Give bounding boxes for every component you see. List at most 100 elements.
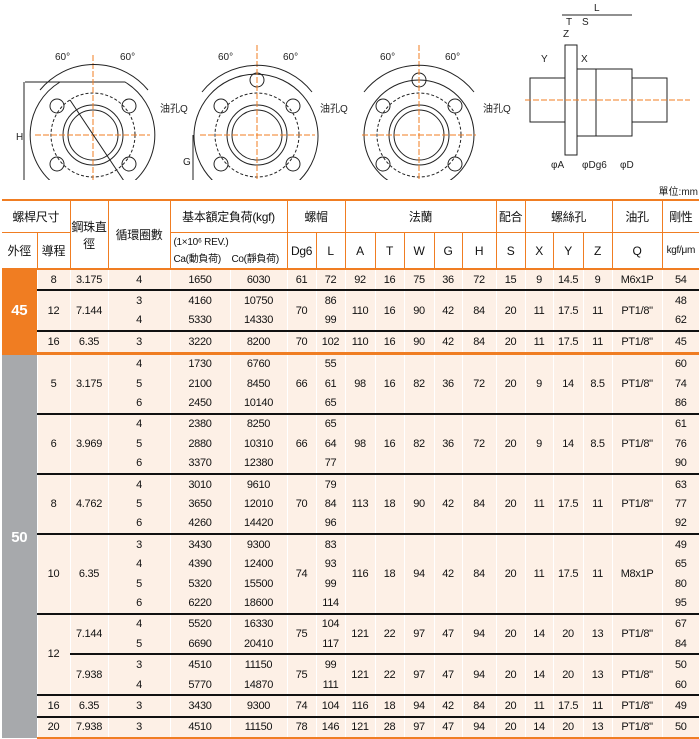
turns-cell: 4: [107, 472, 170, 495]
ball-screw-spec-table: 螺桿尺寸 鋼珠直徑 循環圈數 基本額定負荷(kgf) 螺帽 法蘭 配合 螺絲孔 …: [2, 199, 700, 739]
w-cell: 75: [403, 269, 435, 291]
y-cell: 14: [552, 412, 584, 474]
w-cell: 94: [403, 694, 435, 717]
rigidity-cell: 50: [661, 653, 700, 675]
rigidity-cell: 62: [661, 310, 700, 332]
a-cell: 116: [344, 533, 376, 614]
h-cell: 84: [461, 330, 497, 354]
w-cell: 90: [403, 330, 435, 354]
h-cell: 84: [461, 533, 497, 614]
co-cell: 15500: [229, 573, 288, 594]
x-cell: 14: [524, 653, 554, 696]
co-cell: 8450: [229, 373, 288, 394]
z-cell: 13: [582, 715, 613, 739]
header-x: X: [524, 232, 554, 270]
ca-cell: 1650: [169, 269, 230, 291]
t-cell: 22: [374, 653, 405, 696]
turns-cell: 4: [107, 554, 170, 574]
s-cell: 20: [495, 330, 526, 354]
w-cell: 97: [403, 612, 435, 655]
header-lead: 導程: [36, 232, 70, 270]
co-cell: 18600: [229, 593, 288, 614]
header-rigidity: 剛性: [661, 199, 700, 233]
t-cell: 16: [374, 269, 405, 291]
header-nut: 螺帽: [286, 199, 346, 233]
t-cell: 18: [374, 694, 405, 717]
co-cell: 11150: [229, 715, 288, 739]
ca-cell: 3650: [169, 494, 230, 514]
s-cell: 20: [495, 412, 526, 474]
s-cell: 20: [495, 694, 526, 717]
co-cell: 6760: [229, 351, 288, 374]
ball-dia-cell: 7.938: [69, 715, 108, 739]
rigidity-cell: 67: [661, 612, 700, 635]
z-cell: 11: [582, 330, 613, 354]
turns-cell: 4: [107, 412, 170, 435]
lead-cell: 6: [36, 412, 70, 474]
a-cell: 110: [344, 330, 376, 354]
angle-label: 60°: [55, 52, 70, 63]
co-cell: 11150: [229, 653, 288, 675]
g-cell: 36: [433, 412, 463, 474]
angle-label: 60°: [445, 52, 460, 63]
turns-cell: 3: [107, 653, 170, 675]
ca-cell: 5520: [169, 612, 230, 635]
rigidity-cell: 74: [661, 373, 700, 394]
co-cell: 16330: [229, 612, 288, 635]
dg6-cell: 75: [286, 612, 317, 655]
ca-cell: 4510: [169, 715, 230, 739]
w-cell: 82: [403, 351, 435, 414]
header-g: G: [433, 232, 463, 270]
rigidity-cell: 61: [661, 412, 700, 435]
turns-cell: 3: [107, 289, 170, 311]
ball-dia-cell: 6.35: [69, 533, 108, 614]
z-cell: 8.5: [582, 351, 613, 414]
oil-hole-label: 油孔Q: [160, 102, 188, 115]
a-cell: 110: [344, 289, 376, 332]
x-cell: 11: [524, 330, 554, 354]
g-cell: 42: [433, 472, 463, 535]
x-cell: 9: [524, 269, 554, 291]
l-cell: 114: [315, 593, 346, 614]
w-cell: 97: [403, 715, 435, 739]
rigidity-cell: 86: [661, 393, 700, 414]
ca-cell: 2450: [169, 393, 230, 414]
header-dg6: Dg6: [286, 232, 317, 270]
q-cell: PT1/8": [611, 612, 663, 655]
rigidity-cell: 65: [661, 554, 700, 574]
turns-cell: 5: [107, 434, 170, 454]
rigidity-cell: 49: [661, 533, 700, 555]
x-cell: 9: [524, 412, 554, 474]
turns-cell: 4: [107, 612, 170, 635]
side-view: L T S Z Y X φA φDg6 φD: [525, 3, 690, 171]
turns-cell: 4: [107, 674, 170, 696]
co-cell: 10750: [229, 289, 288, 311]
z-cell: 11: [582, 472, 613, 535]
z-cell: 9: [582, 269, 613, 291]
ca-cell: 6690: [169, 634, 230, 655]
ca-cell: 4390: [169, 554, 230, 574]
ca-cell: 3370: [169, 453, 230, 474]
turns-cell: 6: [107, 593, 170, 614]
lead-cell: 10: [36, 533, 70, 614]
turns-cell: 6: [107, 453, 170, 474]
phi-a-label: φA: [551, 160, 564, 171]
l-cell: 72: [315, 269, 346, 291]
y-cell: 20: [552, 715, 584, 739]
w-cell: 90: [403, 472, 435, 535]
co-cell: 12400: [229, 554, 288, 574]
a-cell: 113: [344, 472, 376, 535]
co-cell: 8200: [229, 330, 288, 354]
flange-view-3: 60° 60° 油孔Q W: [362, 45, 511, 180]
y-cell: 17.5: [552, 694, 584, 717]
t-cell: 28: [374, 715, 405, 739]
